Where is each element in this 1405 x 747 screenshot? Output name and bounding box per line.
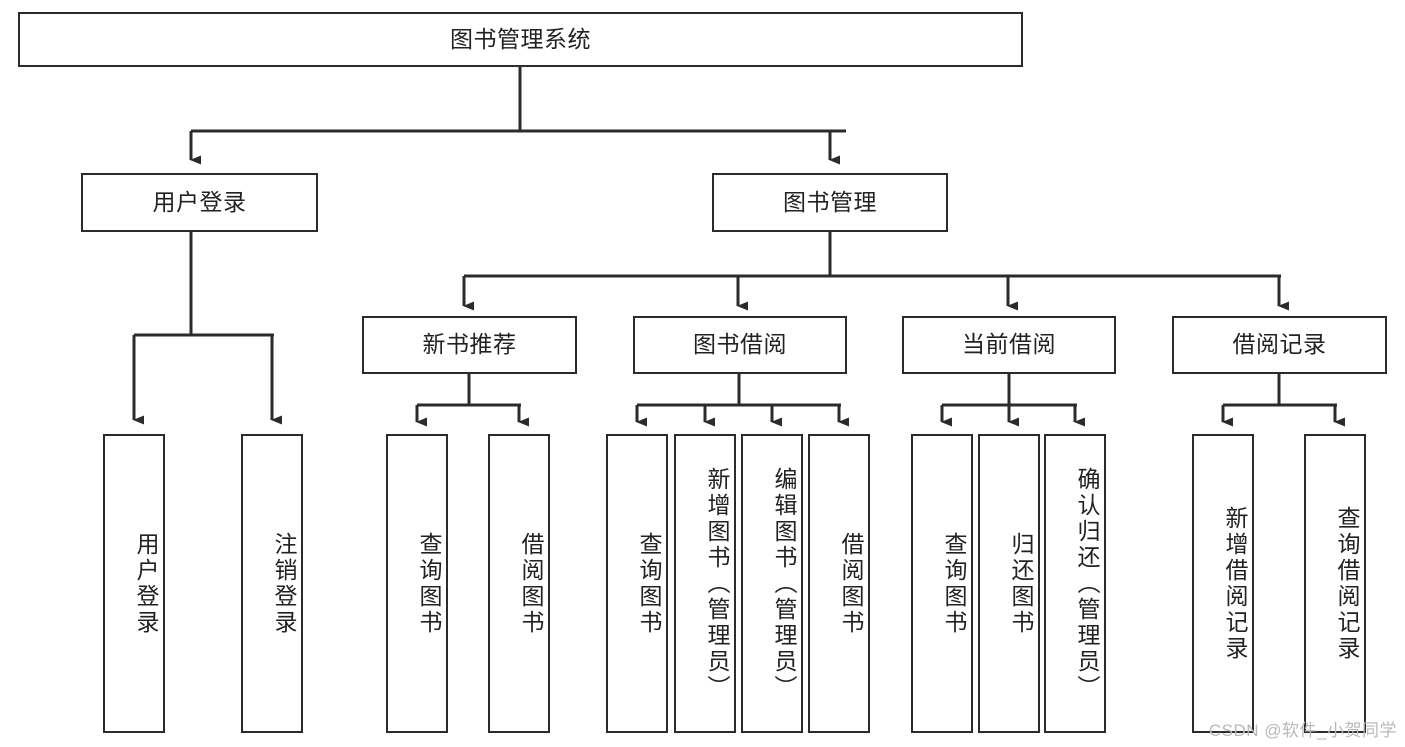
leaf-query-book-1-label: 查询图书	[416, 531, 442, 636]
node-new-book-rec[interactable]: 新书推荐	[362, 316, 577, 374]
node-book-borrow[interactable]: 图书借阅	[633, 316, 847, 374]
leaf-borrow-book-2[interactable]: 借阅图书	[808, 434, 870, 733]
node-current-borrow-label: 当前借阅	[962, 331, 1056, 358]
leaf-logout[interactable]: 注销登录	[241, 434, 303, 733]
leaf-return-book-label: 归还图书	[1008, 531, 1034, 636]
leaf-query-book-3-label: 查询图书	[941, 531, 967, 636]
node-book-borrow-label: 图书借阅	[693, 331, 787, 358]
node-new-book-rec-label: 新书推荐	[422, 331, 517, 358]
node-user-login-label: 用户登录	[152, 188, 247, 215]
node-borrow-record-label: 借阅记录	[1232, 331, 1327, 358]
leaf-query-record[interactable]: 查询借阅记录	[1304, 434, 1366, 733]
leaf-borrow-book-1-label: 借阅图书	[518, 531, 544, 636]
leaf-confirm-return[interactable]: 确认归还（管理员）	[1044, 434, 1106, 733]
leaf-query-book-3[interactable]: 查询图书	[911, 434, 973, 733]
node-root-label: 图书管理系统	[450, 25, 591, 52]
leaf-borrow-book-2-label: 借阅图书	[838, 531, 864, 636]
leaf-logout-label: 注销登录	[271, 531, 297, 636]
leaf-query-book-2[interactable]: 查询图书	[606, 434, 668, 733]
leaf-return-book[interactable]: 归还图书	[978, 434, 1040, 733]
leaf-query-record-label: 查询借阅记录	[1334, 505, 1360, 662]
leaf-user-login[interactable]: 用户登录	[103, 434, 165, 733]
watermark-text: CSDN @软件_小贺同学	[1208, 721, 1397, 740]
leaf-confirm-return-label: 确认归还（管理员）	[1074, 466, 1100, 701]
leaf-add-book-label: 新增图书（管理员）	[704, 466, 730, 701]
leaf-add-record-label: 新增借阅记录	[1222, 505, 1248, 662]
leaf-borrow-book-1[interactable]: 借阅图书	[488, 434, 550, 733]
node-borrow-record[interactable]: 借阅记录	[1172, 316, 1387, 374]
leaf-user-login-label: 用户登录	[133, 531, 159, 636]
node-book-manage-label: 图书管理	[783, 188, 877, 215]
leaf-edit-book[interactable]: 编辑图书（管理员）	[741, 434, 803, 733]
node-user-login[interactable]: 用户登录	[81, 173, 318, 232]
leaf-query-book-2-label: 查询图书	[636, 531, 662, 636]
leaf-query-book-1[interactable]: 查询图书	[386, 434, 448, 733]
node-book-manage[interactable]: 图书管理	[712, 173, 948, 232]
node-root[interactable]: 图书管理系统	[18, 12, 1023, 67]
leaf-edit-book-label: 编辑图书（管理员）	[771, 466, 797, 701]
leaf-add-record[interactable]: 新增借阅记录	[1192, 434, 1254, 733]
leaf-add-book[interactable]: 新增图书（管理员）	[674, 434, 736, 733]
node-current-borrow[interactable]: 当前借阅	[902, 316, 1116, 374]
